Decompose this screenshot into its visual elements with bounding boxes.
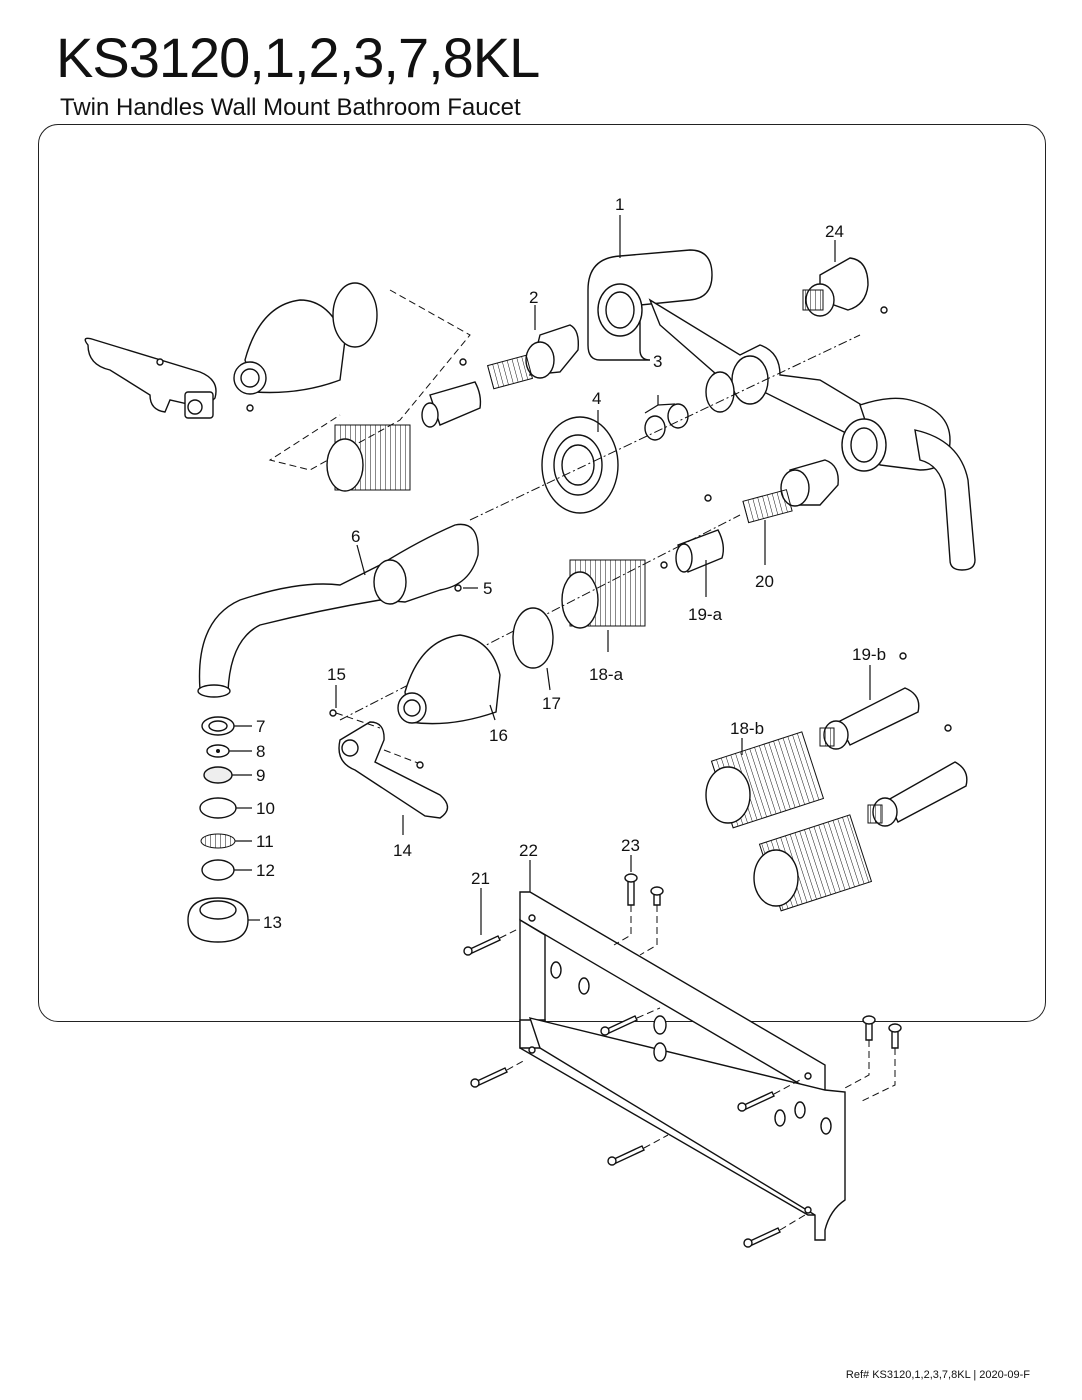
callout-18a: 18-a [589, 665, 624, 684]
aerator-leaders [229, 725, 260, 921]
callout-13: 13 [263, 913, 282, 932]
callout-labels: 1 2 3 4 5 6 7 8 9 10 11 12 13 14 15 16 1… [256, 195, 886, 932]
part-22-brackets [519, 891, 846, 1241]
callout-15: 15 [327, 665, 346, 684]
part-14-handle [329, 709, 449, 819]
part-19a-adapter [660, 494, 725, 573]
callout-4: 4 [592, 389, 601, 408]
left-handle [84, 337, 254, 419]
part-6-spout [197, 523, 479, 698]
callout-22: 22 [519, 841, 538, 860]
callout-18b: 18-b [730, 719, 764, 738]
callout-17: 17 [542, 694, 561, 713]
part-18a-sleeve [561, 559, 646, 629]
part-20-cartridge [742, 459, 839, 524]
part-18b-sleeves [705, 731, 873, 912]
left-sleeve [326, 424, 411, 492]
callout-20: 20 [755, 572, 774, 591]
part-2-cartridge [459, 324, 580, 390]
callout-1: 1 [615, 195, 624, 214]
callout-16: 16 [489, 726, 508, 745]
callout-2: 2 [529, 288, 538, 307]
page-title: KS3120,1,2,3,7,8KL [56, 26, 540, 89]
leader-17 [546, 667, 551, 691]
callout-14: 14 [393, 841, 412, 860]
reference-footer: Ref# KS3120,1,2,3,7,8KL | 2020-09-F [845, 1369, 1030, 1381]
callout-11: 11 [256, 832, 274, 851]
callout-6: 6 [351, 527, 360, 546]
aerator-parts [187, 716, 249, 943]
leader-16 [489, 704, 496, 721]
left-escutcheon [233, 282, 378, 395]
part-21-screws [463, 927, 806, 1248]
part-17-oring [512, 607, 554, 669]
callout-8: 8 [256, 742, 265, 761]
left-adapter [421, 381, 482, 428]
part-3-orings [644, 395, 689, 441]
callout-9: 9 [256, 766, 265, 785]
page-subtitle: Twin Handles Wall Mount Bathroom Faucet [60, 94, 521, 121]
callout-23: 23 [621, 836, 640, 855]
leader-6 [356, 544, 366, 576]
callout-7: 7 [256, 717, 265, 736]
axis-line-upper [469, 334, 861, 521]
part-4-flange [541, 416, 619, 514]
part-24-cartridge [802, 257, 888, 317]
callout-12: 12 [256, 861, 275, 880]
callout-10: 10 [256, 799, 275, 818]
part-19b-adapters [819, 652, 968, 827]
callout-5: 5 [483, 579, 492, 598]
callout-19b: 19-b [852, 645, 886, 664]
part-16-escutcheon [397, 634, 501, 725]
callout-24: 24 [825, 222, 844, 241]
callout-19a: 19-a [688, 605, 723, 624]
callout-21: 21 [471, 869, 490, 888]
callout-3: 3 [653, 352, 662, 371]
valve-body [587, 249, 976, 571]
part-23-screws [613, 873, 902, 1103]
